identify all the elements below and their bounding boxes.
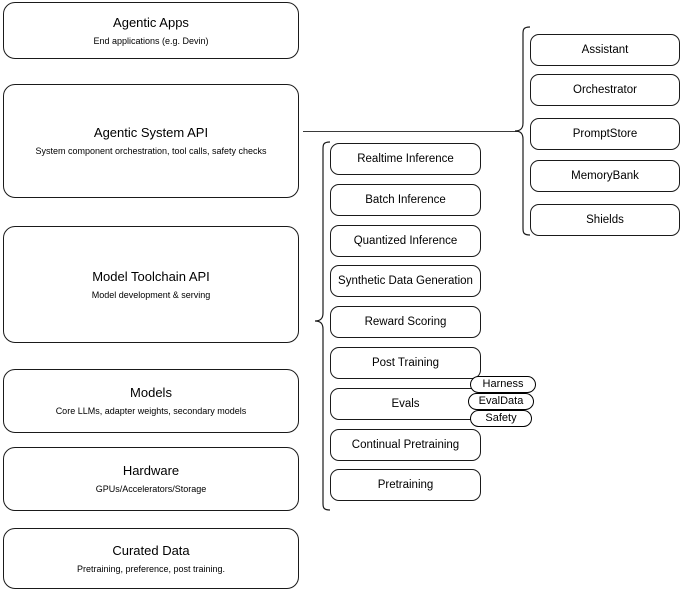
- component-box-assistant[interactable]: Assistant: [530, 34, 680, 66]
- layer-box-model-toolchain-api[interactable]: Model Toolchain API Model development & …: [3, 226, 299, 343]
- layer-title: Agentic Apps: [113, 14, 189, 30]
- component-box-post-training[interactable]: Post Training: [330, 347, 481, 379]
- component-label: Batch Inference: [365, 194, 446, 206]
- component-box-batch-inference[interactable]: Batch Inference: [330, 184, 481, 216]
- layer-title: Model Toolchain API: [92, 268, 210, 284]
- badge-label: Harness: [482, 378, 524, 390]
- component-box-continual-pretraining[interactable]: Continual Pretraining: [330, 429, 481, 461]
- connector-agentic-system-api-to-components: [303, 131, 519, 132]
- component-label: Quantized Inference: [353, 235, 458, 247]
- layer-box-hardware[interactable]: Hardware GPUs/Accelerators/Storage: [3, 447, 299, 511]
- layer-title: Hardware: [122, 463, 180, 478]
- component-box-pretraining[interactable]: Pretraining: [330, 469, 481, 501]
- layer-box-curated-data[interactable]: Curated Data Pretraining, preference, po…: [3, 528, 299, 589]
- badge-harness[interactable]: Harness: [470, 376, 536, 393]
- bracket-toolchain-components: [312, 138, 332, 520]
- layer-subtitle: Core LLMs, adapter weights, secondary mo…: [55, 406, 247, 416]
- layer-title: Models: [130, 385, 172, 400]
- component-label: Evals: [391, 398, 420, 410]
- layer-box-agentic-system-api[interactable]: Agentic System API System component orch…: [3, 84, 299, 198]
- component-box-reward-scoring[interactable]: Reward Scoring: [330, 306, 481, 338]
- component-box-realtime-inference[interactable]: Realtime Inference: [330, 143, 481, 175]
- component-label: Assistant: [581, 44, 629, 56]
- layer-subtitle: End applications (e.g. Devin): [93, 35, 209, 46]
- layer-subtitle: GPUs/Accelerators/Storage: [95, 484, 207, 494]
- component-box-synthetic-data-generation[interactable]: Synthetic Data Generation: [330, 265, 481, 297]
- badge-label: Safety: [485, 412, 517, 424]
- layer-subtitle: Pretraining, preference, post training.: [76, 563, 226, 574]
- layer-box-agentic-apps[interactable]: Agentic Apps End applications (e.g. Devi…: [3, 2, 299, 59]
- component-label: Pretraining: [377, 479, 434, 491]
- component-box-evals[interactable]: Evals: [330, 388, 481, 420]
- component-label: Continual Pretraining: [351, 439, 460, 451]
- component-label: Post Training: [371, 357, 440, 369]
- layer-subtitle: System component orchestration, tool cal…: [35, 146, 267, 156]
- bracket-agentic-components: [512, 18, 532, 250]
- badge-label: EvalData: [478, 395, 524, 407]
- badge-evaldata[interactable]: EvalData: [468, 393, 534, 410]
- component-label: MemoryBank: [571, 170, 639, 182]
- component-box-orchestrator[interactable]: Orchestrator: [530, 74, 680, 106]
- layer-title: Curated Data: [112, 542, 190, 558]
- component-label: Orchestrator: [573, 84, 637, 96]
- layer-box-models[interactable]: Models Core LLMs, adapter weights, secon…: [3, 369, 299, 433]
- component-box-shields[interactable]: Shields: [530, 204, 680, 236]
- component-box-promptstore[interactable]: PromptStore: [530, 118, 680, 150]
- component-label: Realtime Inference: [357, 153, 454, 165]
- component-label: Reward Scoring: [364, 316, 447, 328]
- component-box-quantized-inference[interactable]: Quantized Inference: [330, 225, 481, 257]
- component-label: Shields: [586, 214, 624, 226]
- badge-safety[interactable]: Safety: [470, 410, 532, 427]
- component-label: PromptStore: [572, 128, 638, 140]
- component-label: Synthetic Data Generation: [338, 275, 473, 287]
- layer-title: Agentic System API: [93, 125, 209, 140]
- component-box-memorybank[interactable]: MemoryBank: [530, 160, 680, 192]
- layer-subtitle: Model development & serving: [91, 289, 211, 300]
